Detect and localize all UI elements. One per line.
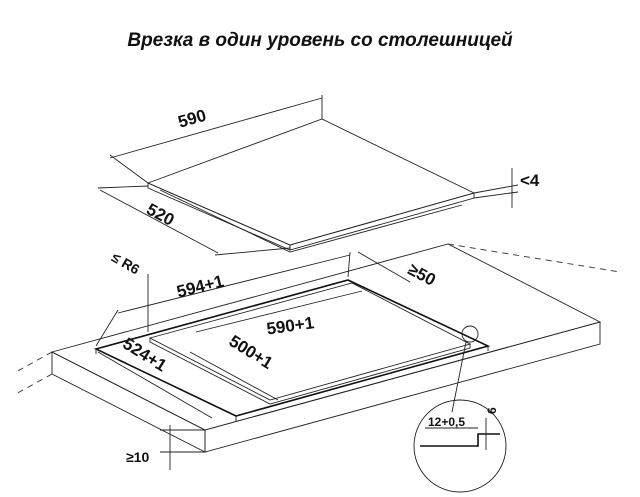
dim-line-edge-distance bbox=[357, 251, 411, 283]
ext-line-thickness-top bbox=[473, 184, 519, 194]
outer-cutout-rebate bbox=[93, 279, 491, 417]
ext-line-hob-depth-back bbox=[214, 247, 291, 256]
dim-line-hob-depth bbox=[99, 189, 219, 254]
worktop-continuation-left-2 bbox=[13, 351, 53, 374]
ext-line-thickness-bottom bbox=[473, 191, 519, 199]
ext-line-outer-width-left bbox=[95, 309, 119, 347]
dim-line-outer-width bbox=[117, 254, 351, 314]
hob-glass-right-edge bbox=[289, 192, 475, 251]
worktop bbox=[13, 243, 621, 453]
dim-rebate-depth: 6 bbox=[485, 407, 499, 414]
dim-line-inner-width bbox=[195, 290, 363, 333]
hob bbox=[146, 118, 476, 253]
dim-min-worktop-thickness: ≥10 bbox=[126, 449, 149, 465]
dim-line-hob-width bbox=[109, 97, 323, 159]
dim-hob-depth: 520 bbox=[143, 200, 177, 230]
detail-marker bbox=[461, 325, 479, 343]
rebate-profile bbox=[420, 433, 500, 447]
dim-outer-cutout-width: 594+1 bbox=[175, 271, 226, 301]
dim-min-edge-distance: ≥50 bbox=[405, 260, 439, 290]
worktop-front-edge bbox=[51, 351, 206, 453]
page-title: Врезка в один уровень со столешницей bbox=[127, 30, 513, 51]
rebate-detail-circle bbox=[413, 399, 507, 493]
hob-glass-top bbox=[146, 118, 476, 246]
dim-corner-radius: ≤ R6 bbox=[109, 249, 143, 278]
ext-line-hob-depth-front bbox=[97, 185, 149, 189]
dim-rebate-width: 12+0,5 bbox=[428, 415, 465, 429]
rebate-detail: 12+0,5 6 bbox=[413, 399, 507, 493]
worktop-continuation-back bbox=[447, 243, 621, 273]
dim-hob-thickness: <4 bbox=[520, 171, 540, 190]
worktop-right-edge bbox=[204, 321, 601, 453]
dim-line-inner-depth bbox=[189, 351, 279, 401]
dim-hob-width: 590 bbox=[176, 106, 209, 132]
ext-line-outer-width-right bbox=[347, 251, 351, 278]
hob-body-outline bbox=[159, 189, 463, 253]
dim-inner-cutout-width: 590+1 bbox=[265, 313, 315, 338]
rebate-inner-step bbox=[149, 338, 471, 405]
dim-line-outer-depth bbox=[97, 351, 213, 419]
ext-line-hob-width-left bbox=[109, 154, 149, 184]
worktop-continuation-left bbox=[13, 373, 53, 396]
inner-cutout bbox=[148, 282, 472, 401]
